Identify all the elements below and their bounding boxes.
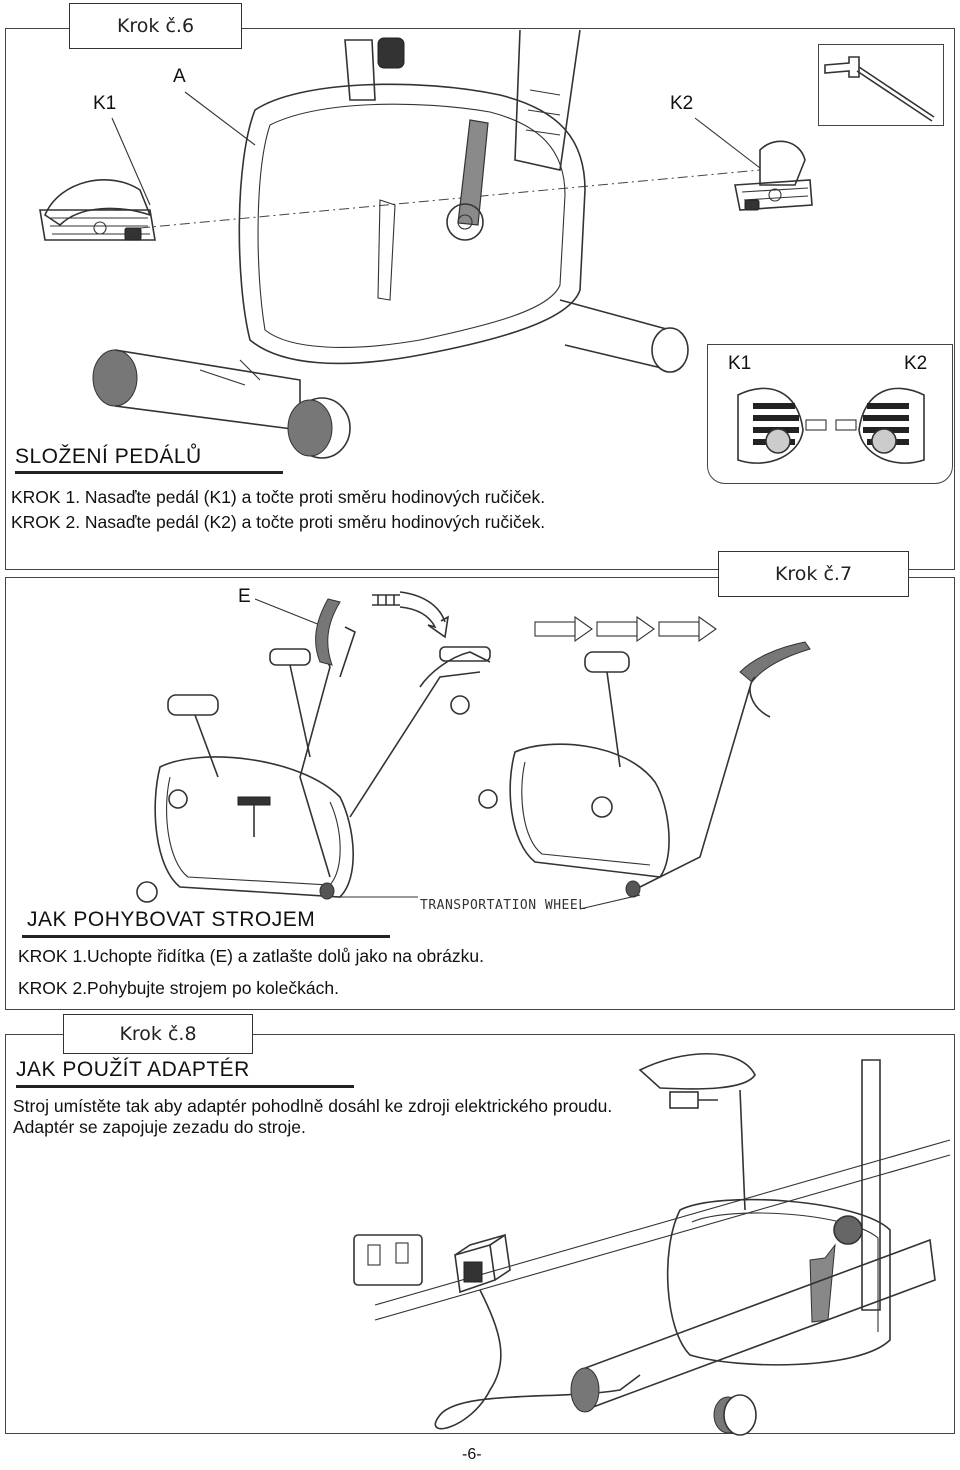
step7-heading: JAK POHYBOVAT STROJEM bbox=[27, 908, 316, 931]
inset-label-k2: K2 bbox=[904, 353, 928, 374]
inset-label-k1: K1 bbox=[728, 353, 752, 374]
step6-heading-underline bbox=[15, 471, 283, 474]
adapter-illustration bbox=[353, 1052, 951, 1436]
step8-heading: JAK POUŽÍT ADAPTÉR bbox=[16, 1058, 250, 1081]
step6-instruction-1: KROK 1. Nasaďte pedál (K1) a točte proti… bbox=[11, 487, 546, 507]
step7-instruction-1: KROK 1.Uchopte řidítka (E) a zatlašte do… bbox=[18, 946, 484, 966]
callout-e: E bbox=[238, 586, 251, 607]
step6-heading: SLOŽENÍ PEDÁLŮ bbox=[15, 445, 202, 468]
step6-instruction-2: KROK 2. Nasaďte pedál (K2) a točte proti… bbox=[11, 512, 546, 532]
step6-label: Krok č.6 bbox=[116, 15, 195, 37]
step7-panel bbox=[5, 577, 955, 1010]
bike-transport-illustration bbox=[136, 591, 811, 910]
callout-k2: K2 bbox=[670, 93, 694, 114]
wrench-icon bbox=[824, 56, 935, 122]
transport-wheel-label: TRANSPORTATION WHEEL bbox=[420, 898, 587, 913]
wrench-inset bbox=[818, 44, 944, 126]
callout-a: A bbox=[173, 66, 186, 87]
step7-instruction-2: KROK 2.Pohybujte strojem po kolečkách. bbox=[18, 978, 339, 998]
pedal-pair-illustration bbox=[737, 387, 925, 464]
callout-k1: K1 bbox=[93, 93, 117, 114]
step8-panel bbox=[5, 1034, 955, 1434]
step8-label-box: Krok č.8 bbox=[63, 1014, 253, 1054]
step8-instruction: Stroj umístěte tak aby adaptér pohodlně … bbox=[13, 1096, 613, 1137]
pedal-inset: K1 K2 bbox=[707, 344, 953, 484]
step7-label: Krok č.7 bbox=[774, 563, 853, 585]
bike-side-illustration bbox=[39, 29, 813, 459]
step7-label-box: Krok č.7 bbox=[718, 551, 909, 597]
step6-label-box: Krok č.6 bbox=[69, 3, 242, 49]
step8-heading-underline bbox=[16, 1085, 354, 1088]
step7-heading-underline bbox=[22, 935, 390, 938]
step8-label: Krok č.8 bbox=[119, 1023, 197, 1045]
step6-panel bbox=[5, 28, 955, 570]
page-number: -6- bbox=[462, 1446, 482, 1463]
